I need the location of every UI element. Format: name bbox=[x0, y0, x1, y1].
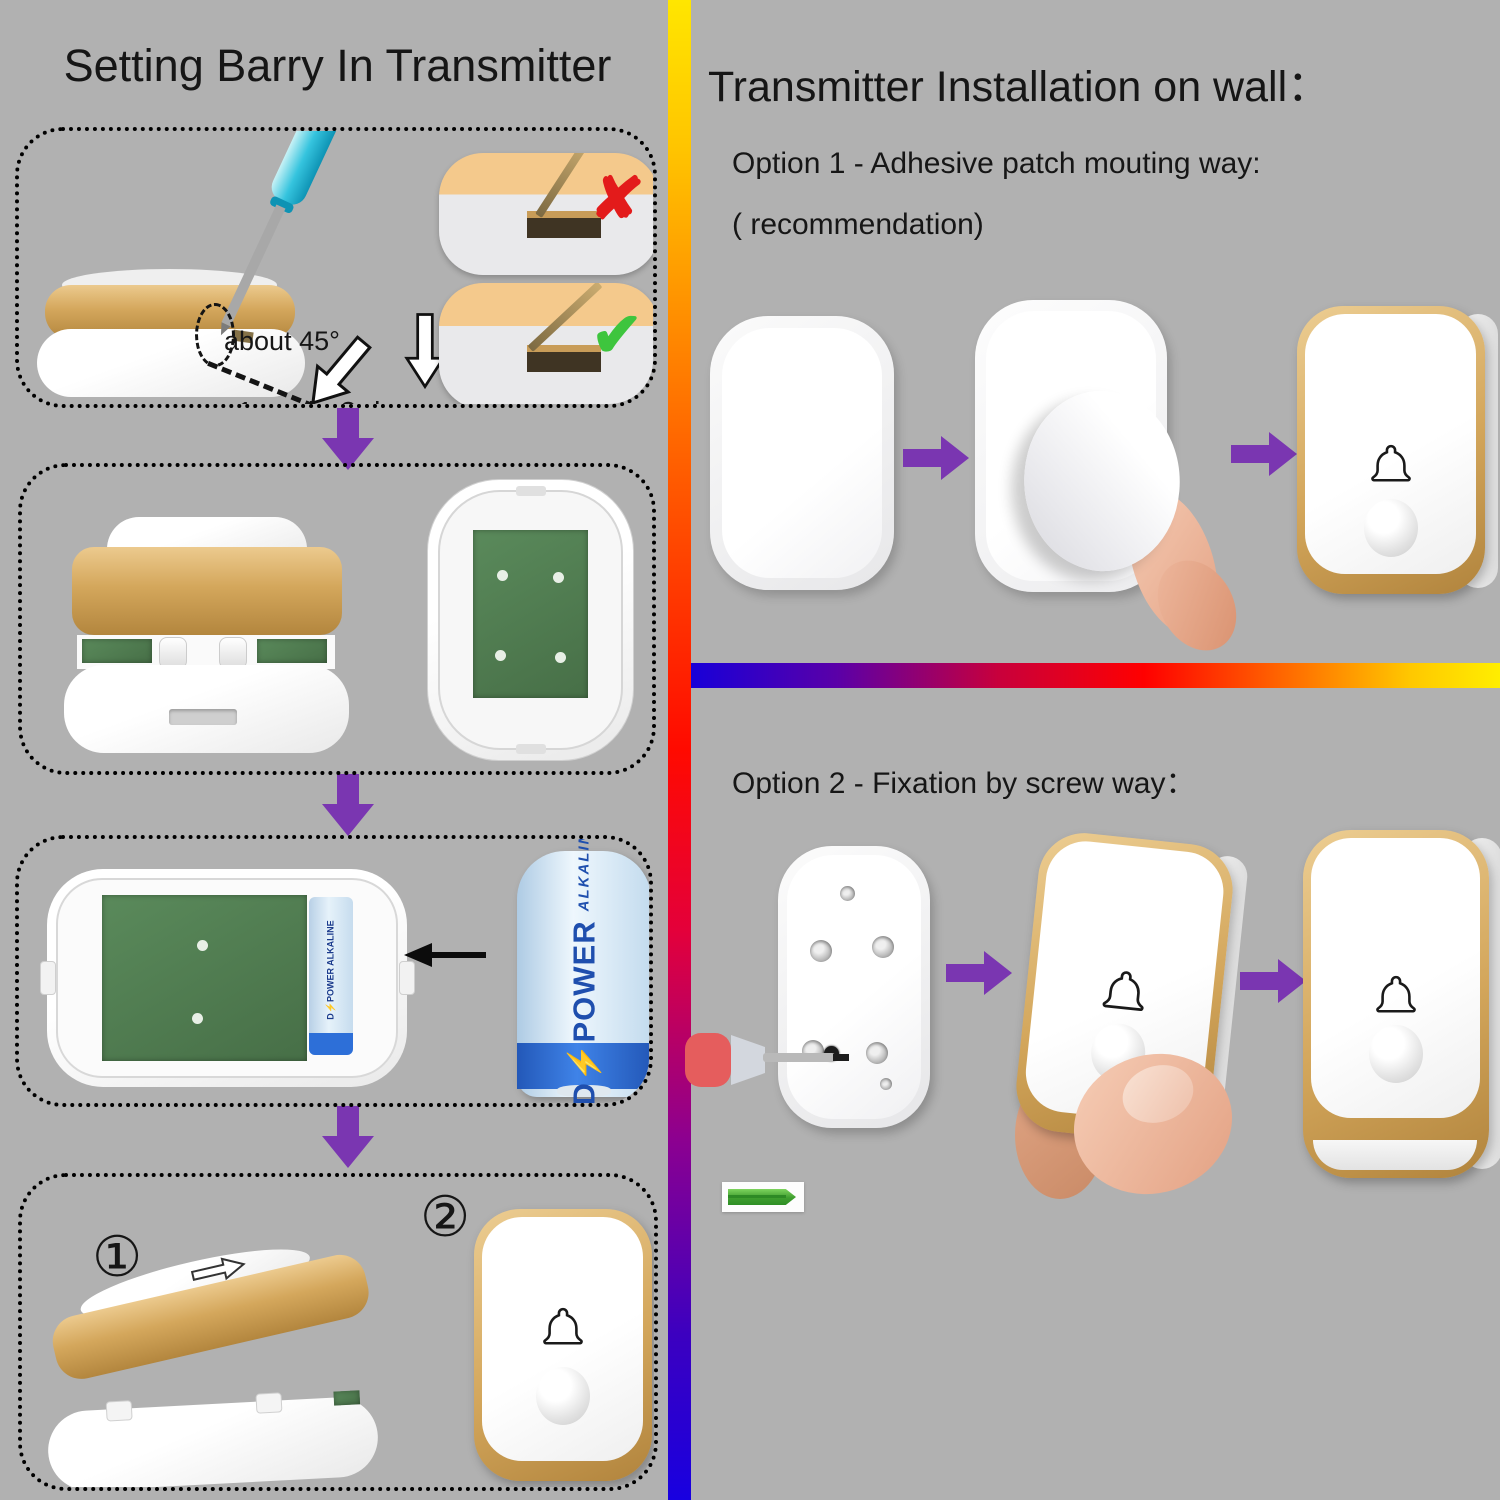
left-title: Setting Barry In Transmitter bbox=[63, 40, 612, 91]
back-cover-inside bbox=[427, 479, 634, 761]
step-2-panel bbox=[18, 463, 656, 775]
transmitter-closing bbox=[40, 1235, 390, 1487]
bell-icon bbox=[1376, 976, 1416, 1013]
back-cover-with-battery: D⚡POWER ALKALINE bbox=[40, 869, 415, 1087]
circuit-board bbox=[257, 639, 327, 663]
next-arrow-right-icon bbox=[946, 951, 1012, 995]
thumbnail bbox=[1115, 1056, 1201, 1132]
check-icon: ✔ bbox=[591, 301, 643, 370]
transmitter-side-view bbox=[37, 269, 305, 397]
option1-subtitle: ( recommendation) bbox=[732, 208, 984, 241]
push-down-label: 1.push 2.down bbox=[237, 397, 434, 404]
next-arrow-right-icon bbox=[1240, 959, 1306, 1003]
slide-arrow-icon bbox=[190, 1257, 246, 1281]
cross-icon: ✘ bbox=[587, 162, 647, 237]
screw-hole bbox=[840, 886, 855, 901]
angle-label: about 45° bbox=[224, 326, 340, 356]
battery-type-label: ALKALINE bbox=[575, 835, 593, 911]
circled-number-2: ② bbox=[420, 1185, 471, 1250]
pry-slot bbox=[169, 709, 237, 725]
wrong-angle-inset: ✘ bbox=[439, 153, 653, 275]
screwdriver-icon bbox=[685, 1033, 849, 1087]
next-arrow-right-icon bbox=[1231, 432, 1297, 476]
step-arrow-down-icon bbox=[322, 408, 374, 470]
doorbell-button bbox=[1369, 1024, 1423, 1083]
battery: ROHS ✕ D⚡POWER ALKALINE 0%MERCURY 0%CADM… bbox=[517, 839, 649, 1103]
doorbell-mounted bbox=[1297, 306, 1498, 594]
adhesive-patch-peeling bbox=[975, 300, 1252, 665]
transmitter-opened bbox=[52, 517, 362, 757]
push-direction-arrow-icon bbox=[311, 335, 372, 404]
mounting-plate-screws bbox=[778, 846, 930, 1128]
battery-inserted: D⚡POWER ALKALINE bbox=[309, 897, 353, 1055]
step-1-panel: 1.push 2.down about 45° ✘ ✔ bbox=[15, 127, 657, 408]
doorbell-button bbox=[536, 1366, 590, 1425]
wall-anchor-icon bbox=[722, 1182, 804, 1212]
circuit-board bbox=[102, 895, 307, 1061]
bell-icon bbox=[543, 1308, 583, 1346]
right-title: Transmitter Installation on wall： bbox=[708, 63, 1331, 111]
column-divider-gradient bbox=[668, 0, 691, 1500]
circuit-board bbox=[473, 530, 588, 698]
doorbell-fixed bbox=[1303, 830, 1500, 1178]
doorbell-button bbox=[1364, 498, 1418, 557]
callout-ellipse bbox=[195, 303, 235, 367]
step-arrow-down-icon bbox=[322, 774, 374, 836]
insert-arrow-left-icon bbox=[404, 943, 486, 967]
section-divider-gradient bbox=[691, 663, 1500, 688]
screw-hole bbox=[872, 936, 894, 958]
step-arrow-down-icon bbox=[322, 1106, 374, 1168]
battery-small-label: D⚡POWER ALKALINE bbox=[325, 919, 336, 1020]
down-direction-arrow-icon bbox=[404, 313, 446, 390]
circuit-board bbox=[82, 639, 152, 663]
bell-icon bbox=[1371, 445, 1411, 483]
option1-title: Option 1 - Adhesive patch mouting way: bbox=[732, 147, 1261, 180]
doorbell-held bbox=[1011, 828, 1255, 1215]
step-3-panel: D⚡POWER ALKALINE ROHS ✕ D⚡POWER ALKALINE… bbox=[15, 835, 653, 1107]
option2-title: Option 2 - Fixation by screw way： bbox=[732, 767, 1196, 800]
mounting-plate-back bbox=[710, 316, 894, 590]
bell-icon bbox=[1102, 971, 1144, 1011]
right-angle-inset: ✔ bbox=[439, 283, 653, 404]
battery-brand-label: D⚡POWER bbox=[566, 919, 602, 1106]
screw-hole bbox=[810, 940, 832, 962]
next-arrow-right-icon bbox=[903, 436, 969, 480]
step-4-panel: ① ② bbox=[18, 1173, 658, 1491]
doorbell-assembled bbox=[474, 1209, 652, 1481]
screw-hole bbox=[880, 1078, 892, 1090]
screwdriver-tip-icon bbox=[535, 153, 591, 218]
screw-hole bbox=[866, 1042, 888, 1064]
